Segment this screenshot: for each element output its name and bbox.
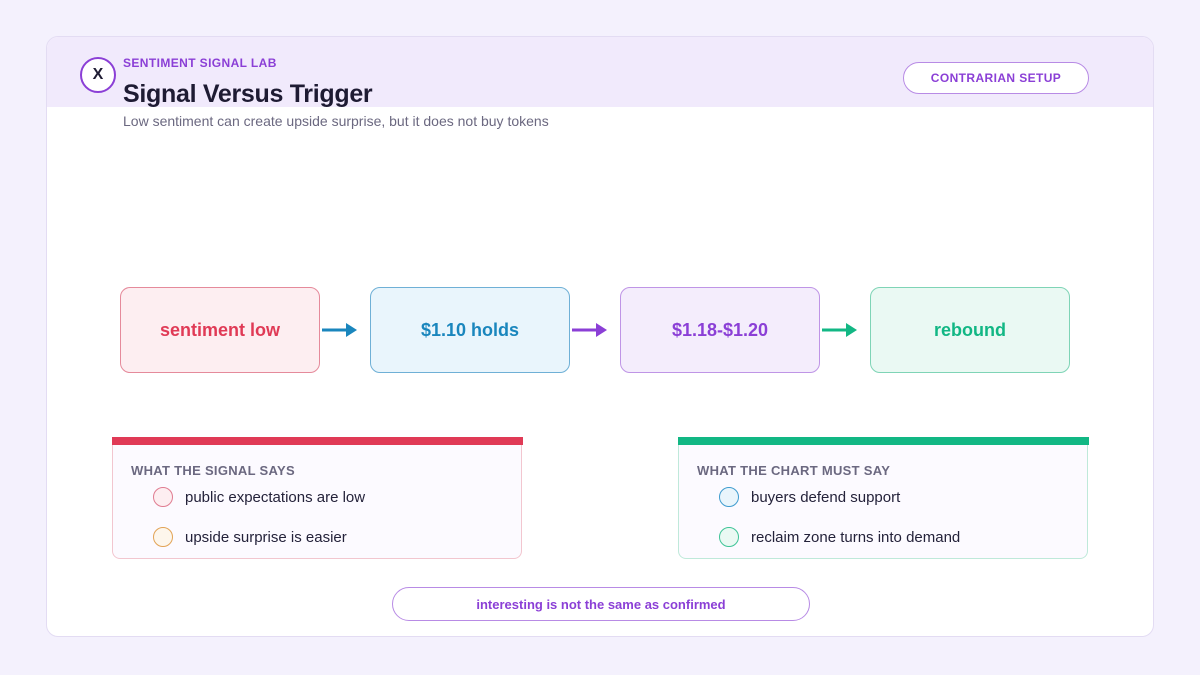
bullet-circle-icon xyxy=(719,487,739,507)
logo: X xyxy=(80,57,116,93)
list-item: upside surprise is easier xyxy=(153,527,347,547)
signal-panel: WHAT THE SIGNAL SAYS public expectations… xyxy=(111,437,523,559)
signal-panel-heading: WHAT THE SIGNAL SAYS xyxy=(131,463,295,478)
slide-card: X SENTIMENT SIGNAL LAB Signal Versus Tri… xyxy=(46,36,1154,637)
bullet-circle-icon xyxy=(153,527,173,547)
list-item-text: public expectations are low xyxy=(185,488,366,506)
list-item-text: reclaim zone turns into demand xyxy=(751,528,961,546)
flow-arrow-1 xyxy=(322,323,357,337)
list-item: public expectations are low xyxy=(153,487,365,507)
flow-node-reclaim-zone: $1.18-$1.20 xyxy=(620,287,820,373)
chart-panel-accent-bar xyxy=(677,437,1089,445)
chart-panel-heading: WHAT THE CHART MUST SAY xyxy=(697,463,891,478)
contrarian-setup-badge: CONTRARIAN SETUP xyxy=(903,62,1089,94)
footer-note-pill: interesting is not the same as confirmed xyxy=(392,587,810,621)
list-item-text: upside surprise is easier xyxy=(185,528,347,546)
list-item: reclaim zone turns into demand xyxy=(719,527,960,547)
page-subtitle: Low sentiment can create upside surprise… xyxy=(123,113,549,129)
bullet-circle-icon xyxy=(719,527,739,547)
chart-panel: WHAT THE CHART MUST SAY buyers defend su… xyxy=(677,437,1089,559)
flow-arrow-3 xyxy=(822,323,857,337)
list-item: buyers defend support xyxy=(719,487,900,507)
eyebrow-label: SENTIMENT SIGNAL LAB xyxy=(123,56,277,70)
flow-arrow-2 xyxy=(572,323,607,337)
signal-panel-accent-bar xyxy=(111,437,523,445)
bullet-circle-icon xyxy=(153,487,173,507)
flow-node-sentiment: sentiment low xyxy=(120,287,320,373)
list-item-text: buyers defend support xyxy=(751,488,901,506)
page-title: Signal Versus Trigger xyxy=(123,80,373,108)
flow-node-support: $1.10 holds xyxy=(370,287,570,373)
flow-node-rebound: rebound xyxy=(870,287,1070,373)
